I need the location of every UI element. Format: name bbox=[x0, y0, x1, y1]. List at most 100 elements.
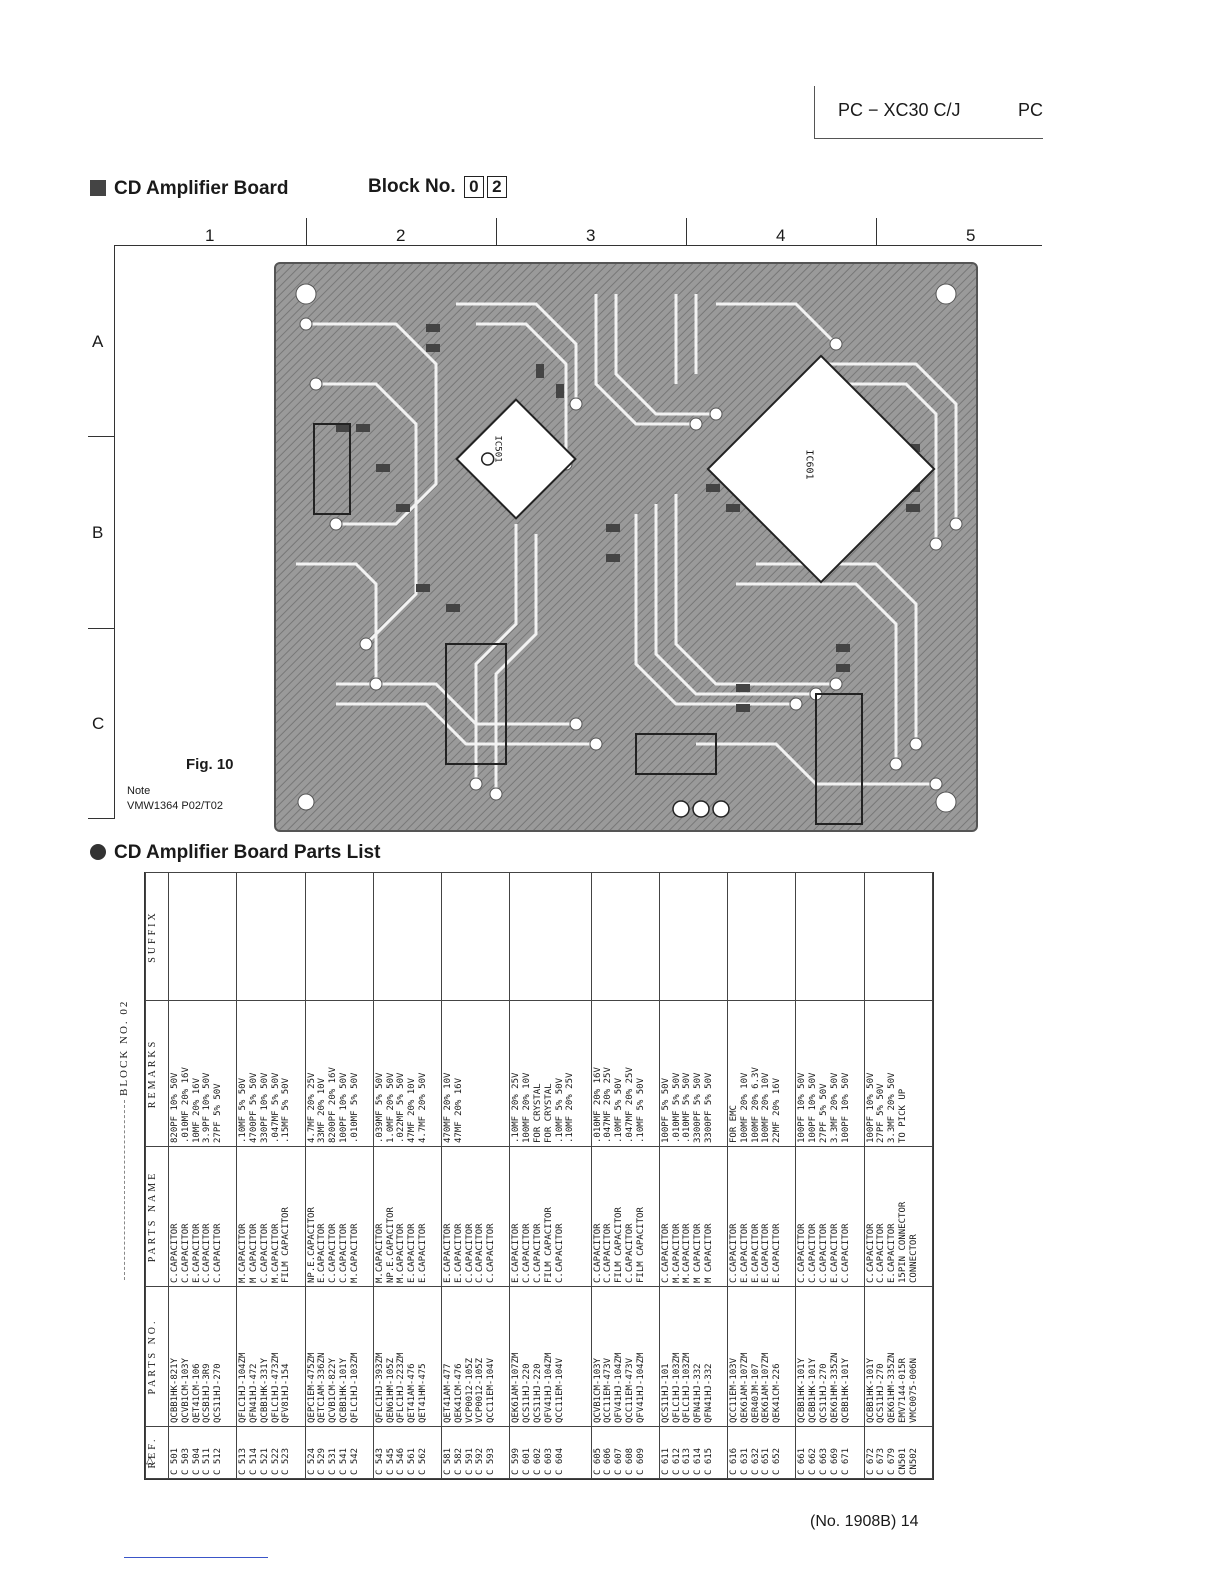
table-cell-line: C 512 bbox=[213, 1447, 224, 1475]
table-cell-line: C 521 bbox=[259, 1447, 270, 1475]
table-cell-line: C 542 bbox=[349, 1447, 360, 1475]
table-cell-line: 10MF 20% 16V bbox=[191, 1077, 202, 1143]
table-cell-line: QCVB1CM-103Y bbox=[180, 1357, 191, 1423]
table-cell-line: C 652 bbox=[772, 1447, 783, 1475]
col-parts-name: PARTS NAME bbox=[145, 1146, 169, 1287]
table-cell-line: E.CAPACITOR bbox=[750, 1223, 761, 1283]
table-cell-suffix bbox=[305, 872, 374, 1001]
table-cell-line: FILM CAPACITOR bbox=[614, 1207, 625, 1283]
table-cell-line: M CAPACITOR bbox=[693, 1223, 704, 1283]
table-cell-line: QEK61AM-107ZM bbox=[739, 1352, 750, 1423]
table-cell-line: 100PF 5% 50V bbox=[660, 1077, 671, 1143]
table-cell-line: QEPC1EM-475ZM bbox=[306, 1352, 317, 1423]
table-cell-line: C 611 bbox=[660, 1447, 671, 1475]
table-cell-line: 3.3MF 20% 50V bbox=[829, 1072, 840, 1143]
table-cell-line: C.CAPACITOR bbox=[729, 1223, 740, 1283]
table-cell-line: C.CAPACITOR bbox=[624, 1223, 635, 1283]
table-cell-line: E.CAPACITOR bbox=[761, 1223, 772, 1283]
table-cell-line: 33MF 20% 10V bbox=[317, 1077, 328, 1143]
table-cell-suffix bbox=[373, 872, 442, 1001]
table-cell-line: C 503 bbox=[180, 1447, 191, 1475]
grid-col-label: 3 bbox=[586, 226, 596, 245]
table-cell-line: C 603 bbox=[543, 1447, 554, 1475]
table-cell-line: C 672 bbox=[865, 1447, 876, 1475]
table-cell-line: 820PF 10% 50V bbox=[170, 1072, 180, 1143]
table-cell-line: QCVB1CM-822Y bbox=[328, 1357, 339, 1423]
table-cell-line: QCC11EM-473V bbox=[603, 1357, 614, 1423]
table-cell-line: 100PF 10% 50V bbox=[808, 1072, 819, 1143]
model-number: PC − XC30 C/J bbox=[838, 100, 961, 120]
table-cell-line: QCC11EM-473V bbox=[624, 1357, 635, 1423]
table-cell-rem: .010MF 20% 16V.047MF 20% 25V.10MF 5% 50V… bbox=[591, 1000, 660, 1147]
table-cell-line: VMC0075-006N bbox=[908, 1357, 919, 1423]
table-cell-line: C 546 bbox=[396, 1447, 407, 1475]
table-cell-suffix bbox=[795, 872, 865, 1001]
table-cell-line: QEK41CM-226 bbox=[772, 1363, 783, 1423]
table-cell-line: M CAPACITOR bbox=[703, 1223, 714, 1283]
table-cell-line: FOR CRYSTAL bbox=[532, 1083, 543, 1143]
table-cell-line: E.CAPACITOR bbox=[443, 1223, 454, 1283]
table-cell-line: QFN41HJ-332 bbox=[703, 1363, 714, 1423]
table-cell-line: 4700PF 5% 50V bbox=[249, 1072, 260, 1143]
table-cell-line: QCVB1CM-103Y bbox=[592, 1357, 603, 1423]
col-suffix: SUFFIX bbox=[145, 872, 169, 1001]
table-cell-line: C.CAPACITOR bbox=[338, 1223, 349, 1283]
table-cell-line: M.CAPACITOR bbox=[682, 1223, 693, 1283]
table-cell-line: QCBB1HK-101Y bbox=[808, 1357, 819, 1423]
figure-caption: Fig. 10 bbox=[186, 756, 234, 773]
table-cell-line: FILM CAPACITOR bbox=[635, 1207, 646, 1283]
table-cell-line: E.CAPACITOR bbox=[887, 1223, 898, 1283]
table-cell-line: C.CAPACITOR bbox=[603, 1223, 614, 1283]
parts-section-title: CD Amplifier Board Parts List bbox=[90, 842, 380, 864]
footer-rule bbox=[124, 1557, 268, 1558]
table-cell-line: C.CAPACITOR bbox=[464, 1223, 475, 1283]
table-cell-line: 3.3MF 20% 50V bbox=[887, 1072, 898, 1143]
table-cell-line: QCBB1HK-101Y bbox=[865, 1357, 876, 1423]
table-cell-line: .10MF 5% 50V bbox=[614, 1077, 625, 1143]
pcb-traces bbox=[276, 264, 976, 830]
table-cell-line: QFV41HJ-104ZM bbox=[543, 1352, 554, 1423]
table-cell-line: CN502 bbox=[908, 1447, 919, 1475]
table-cell-line: QEK41CM-476 bbox=[453, 1363, 464, 1423]
table-cell-line: M CAPACITOR bbox=[249, 1223, 260, 1283]
table-cell-line: C 632 bbox=[750, 1447, 761, 1475]
table-cell-suffix bbox=[727, 872, 796, 1001]
table-cell-line: QEN61HM-105Z bbox=[385, 1357, 396, 1423]
table-cell-line: QCBB1HK-331Y bbox=[259, 1357, 270, 1423]
table-cell-line: QFLC1HJ-104ZM bbox=[238, 1352, 249, 1423]
table-cell-line: C.CAPACITOR bbox=[259, 1223, 270, 1283]
parts-table: REF. PARTS NO. PARTS NAME REMARKS SUFFIX… bbox=[145, 872, 933, 1479]
table-cell-line: M.CAPACITOR bbox=[349, 1223, 360, 1283]
table-cell-line: C.CAPACITOR bbox=[328, 1223, 339, 1283]
table-cell-line: E.CAPACITOR bbox=[829, 1223, 840, 1283]
grid-row-divider bbox=[88, 818, 115, 819]
table-cell-line: 27PF 5% 50V bbox=[213, 1083, 224, 1143]
table-cell-line: C 607 bbox=[614, 1447, 625, 1475]
table-cell-line: 15PIN CONNECTOR bbox=[897, 1201, 908, 1283]
table-cell-line: QFLC1HJ-103ZM bbox=[671, 1352, 682, 1423]
table-cell-suffix bbox=[236, 872, 306, 1001]
table-cell-line: C 606 bbox=[603, 1447, 614, 1475]
table-cell-line: QET41AM-476 bbox=[407, 1363, 418, 1423]
table-cell-line: C.CAPACITOR bbox=[522, 1223, 533, 1283]
grid-row-divider bbox=[88, 436, 115, 437]
table-cell-line: E.CAPACITOR bbox=[772, 1223, 783, 1283]
table-cell-line: C 669 bbox=[829, 1447, 840, 1475]
grid-row-label: C bbox=[92, 714, 105, 733]
